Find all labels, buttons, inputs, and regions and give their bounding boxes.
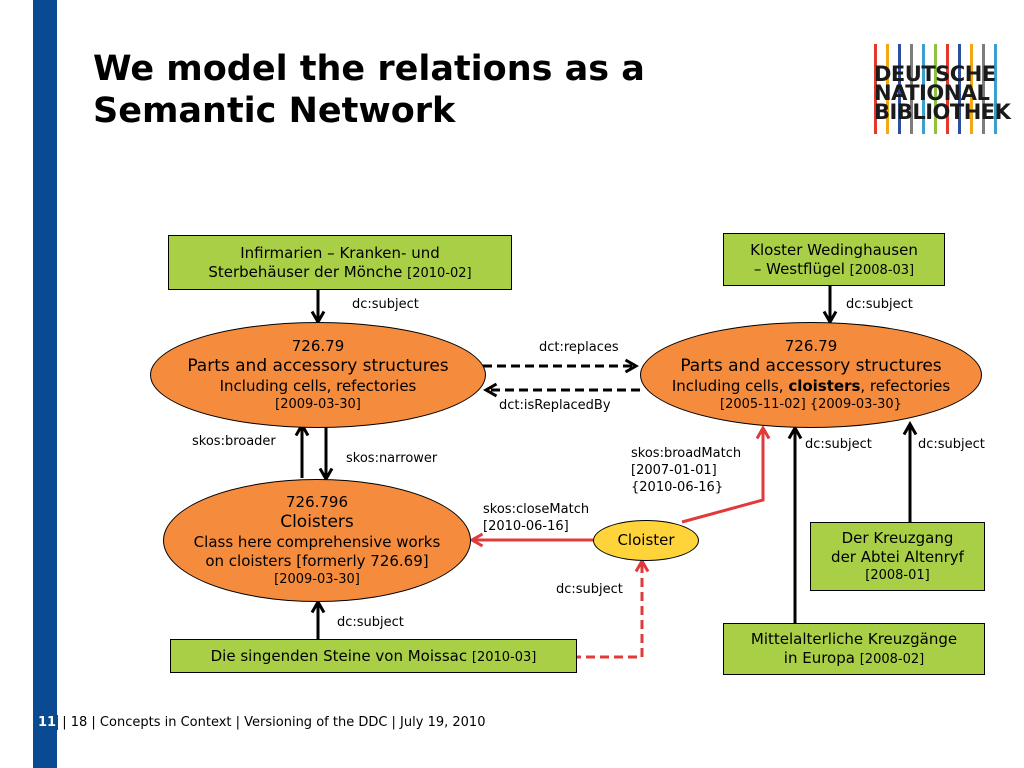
page-title: We model the relations as a Semantic Net… bbox=[93, 48, 793, 132]
ddc-cloisters-caption: Cloisters bbox=[280, 512, 354, 532]
label-dc-subject-4: dc:subject bbox=[918, 437, 985, 452]
ddc-left-dates: [2009-03-30] bbox=[275, 397, 361, 412]
dnb-logo: DEUTSCHE NATIONAL BIBLIOTHEK bbox=[872, 44, 1011, 134]
ddc-cloisters-note-2: on cloisters [formerly 726.69] bbox=[205, 552, 429, 570]
footer-text: | 18 | Concepts in Context | Versioning … bbox=[58, 715, 486, 730]
node-kloster-line-2: – Westflügel bbox=[753, 259, 845, 278]
label-skos-narrower: skos:narrower bbox=[346, 451, 438, 466]
ddc-right-caption: Parts and accessory structures bbox=[680, 356, 942, 376]
label-dc-subject-3: dc:subject bbox=[805, 437, 872, 452]
title-line-2: Semantic Network bbox=[93, 91, 456, 131]
ddc-right-note-pre: Including cells, bbox=[671, 377, 789, 395]
label-dct-replaces: dct:replaces bbox=[539, 340, 619, 355]
node-kreuzgang-date: [2008-01] bbox=[865, 568, 930, 583]
node-mittelalter-line-1: Mittelalterliche Kreuzgänge bbox=[750, 630, 958, 648]
node-infirmarien-line-2: Sterbehäuser der Mönche bbox=[208, 262, 403, 281]
node-infirmarien: Infirmarien – Kranken- und Sterbehäuser … bbox=[168, 235, 512, 290]
node-mittelalter-line-2: in Europa bbox=[783, 649, 855, 667]
logo-line-3: BIBLIOTHEK bbox=[874, 100, 1011, 124]
node-kreuzgang-line-2: der Abtei Altenryf bbox=[831, 548, 964, 566]
ddc-right-note-bold: cloisters bbox=[788, 377, 861, 395]
logo-bars bbox=[872, 44, 1002, 134]
ddc-right-number: 726.79 bbox=[784, 337, 838, 355]
node-ddc-right: 726.79 Parts and accessory structures In… bbox=[640, 322, 982, 428]
ddc-right-dates: [2005-11-02] {2009-03-30} bbox=[720, 397, 902, 412]
title-line-1: We model the relations as a bbox=[93, 49, 645, 89]
node-ddc-left: 726.79 Parts and accessory structures In… bbox=[150, 322, 486, 428]
node-cloister-label: Cloister bbox=[617, 531, 675, 549]
node-infirmarien-line-1: Infirmarien – Kranken- und bbox=[240, 243, 440, 262]
ddc-left-caption: Parts and accessory structures bbox=[187, 356, 449, 376]
node-mittelalter-date: [2008-02] bbox=[859, 652, 925, 667]
node-infirmarien-date: [2010-02] bbox=[407, 265, 472, 281]
page-number: 11 bbox=[36, 715, 59, 730]
logo-line-1: DEUTSCHE bbox=[874, 62, 996, 86]
label-skos-broadmatch: skos:broadMatch bbox=[631, 446, 742, 461]
node-cloister: Cloister bbox=[593, 520, 699, 561]
label-dc-subject-2: dc:subject bbox=[846, 297, 913, 312]
label-dc-subject-6: dc:subject bbox=[337, 615, 404, 630]
node-moissac: Die singenden Steine von Moissac [2010-0… bbox=[170, 639, 577, 673]
label-broadmatch-date-2: {2010-06-16} bbox=[631, 480, 724, 495]
ddc-right-note: Including cells, cloisters, refectories bbox=[672, 377, 950, 396]
edge-dc-subject-red bbox=[558, 557, 650, 659]
ddc-left-note: Including cells, refectories bbox=[219, 377, 417, 395]
node-moissac-date: [2010-03] bbox=[471, 649, 537, 665]
node-kloster-line-1: Kloster Wedinghausen bbox=[750, 240, 918, 259]
ddc-right-note-post: , refectories bbox=[860, 377, 951, 395]
label-dc-subject-5: dc:subject bbox=[556, 582, 623, 597]
label-skos-closematch: skos:closeMatch bbox=[483, 502, 590, 517]
label-dc-subject-1: dc:subject bbox=[352, 297, 419, 312]
footer: 11 | 18 | Concepts in Context | Versioni… bbox=[36, 714, 485, 732]
edge-skos-broadmatch bbox=[681, 424, 771, 524]
ddc-cloisters-number: 726.796 bbox=[285, 493, 349, 511]
node-kloster: Kloster Wedinghausen – Westflügel [2008-… bbox=[723, 233, 945, 286]
label-skos-broader: skos:broader bbox=[192, 434, 276, 449]
sidebar-stripe bbox=[33, 0, 57, 768]
node-kreuzgang: Der Kreuzgang der Abtei Altenryf [2008-0… bbox=[810, 522, 985, 591]
node-ddc-cloisters: 726.796 Cloisters Class here comprehensi… bbox=[163, 479, 471, 602]
node-moissac-line-1: Die singenden Steine von Moissac bbox=[210, 646, 468, 665]
ddc-cloisters-dates: [2009-03-30] bbox=[274, 572, 360, 587]
node-kreuzgang-line-1: Der Kreuzgang bbox=[841, 529, 954, 547]
node-kloster-date: [2008-03] bbox=[849, 262, 915, 278]
node-mittelalter: Mittelalterliche Kreuzgänge in Europa [2… bbox=[723, 623, 985, 675]
ddc-left-number: 726.79 bbox=[291, 337, 345, 355]
logo-line-2: NATIONAL bbox=[874, 81, 990, 105]
label-broadmatch-date-1: [2007-01-01] bbox=[631, 463, 717, 478]
ddc-cloisters-note-1: Class here comprehensive works bbox=[193, 533, 441, 551]
label-closematch-date: [2010-06-16] bbox=[483, 519, 569, 534]
label-dct-isreplacedby: dct:isReplacedBy bbox=[499, 398, 611, 413]
